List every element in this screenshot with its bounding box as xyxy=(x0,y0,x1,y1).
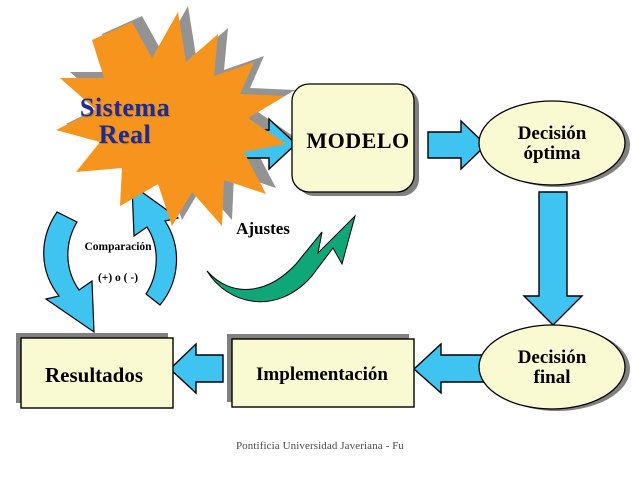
arrow-decision-optima-to-decision-final[interactable] xyxy=(522,191,584,326)
footer-credit: Pontificia Universidad Javeriana - Fu xyxy=(235,440,405,452)
modelo-shape[interactable] xyxy=(291,83,415,193)
resultados-shape[interactable] xyxy=(20,337,174,409)
arrow-decision-final-to-implementacion[interactable] xyxy=(412,342,485,395)
cycle-arrow-left[interactable] xyxy=(43,211,95,334)
decision-final-shape[interactable] xyxy=(478,324,626,410)
implementacion-shape[interactable] xyxy=(231,338,415,408)
arrow-modelo-to-decision-optima[interactable] xyxy=(427,119,488,171)
arrow-implementacion-to-resultados[interactable] xyxy=(168,342,224,395)
arrow-ajustes-to-modelo[interactable] xyxy=(206,214,356,303)
decision-optima-shape[interactable] xyxy=(478,100,626,186)
sistema-real-shape[interactable] xyxy=(56,12,286,226)
